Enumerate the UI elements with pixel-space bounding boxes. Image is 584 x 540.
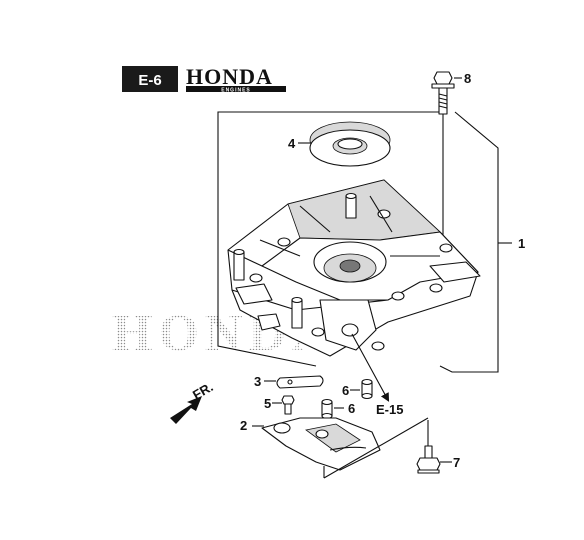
callout-3: 3 [254,374,261,389]
small-bolt [272,395,295,415]
assembly-bracket [217,111,512,373]
reference-leader [351,333,390,402]
crankcase-cover [227,179,481,357]
section-badge: E-6 [122,66,178,92]
flange-bolt [431,71,462,240]
direction-label: FR. [190,379,216,402]
callout-4: 4 [288,136,296,151]
dowel-pin-upper [350,378,373,400]
front-direction-arrow: FR. [170,379,216,424]
callout-6-lower: 6 [348,401,355,416]
dowel-pin-lower [321,398,344,420]
callout-7: 7 [453,455,460,470]
callout-1: 1 [518,236,525,251]
bolt-seven [416,420,452,474]
brand-sub: ENGINES [221,88,251,94]
plate-gasket [252,417,429,479]
callout-5: 5 [264,396,271,411]
callout-2: 2 [240,418,247,433]
section-code: E-6 [138,72,161,89]
shim [264,375,324,389]
oil-seal [298,121,391,167]
brand-logo: HONDA ENGINES [186,64,286,94]
callout-8: 8 [464,71,471,86]
brand-name: HONDA [186,64,273,89]
callout-6-upper: 6 [342,383,349,398]
reference-e15: E-15 [376,402,403,417]
